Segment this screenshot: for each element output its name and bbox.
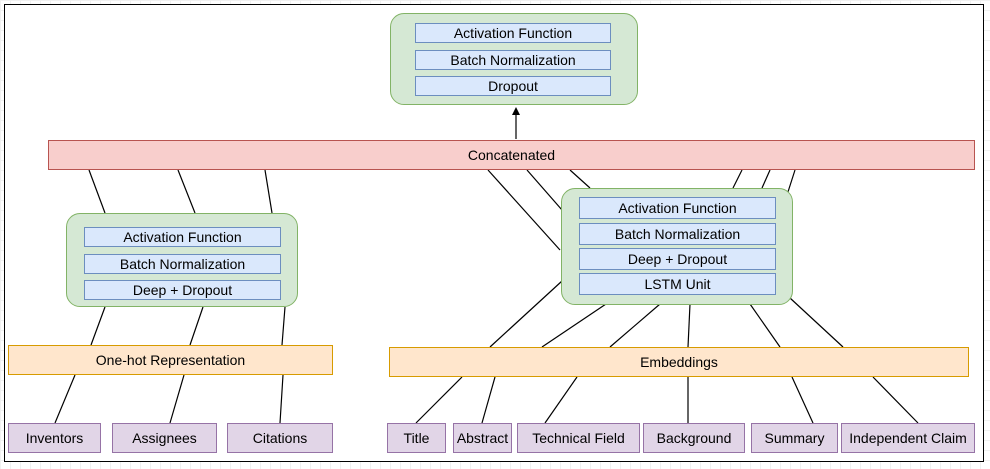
edge-citations xyxy=(279,374,284,424)
edge-embed-2 xyxy=(541,303,607,348)
edge-embed-3 xyxy=(609,303,661,348)
left-deep-dropout: Deep + Dropout xyxy=(84,280,281,300)
edge-right-block-1 xyxy=(487,169,561,251)
input-background: Background xyxy=(643,423,745,453)
top-batch-normalization: Batch Normalization xyxy=(415,50,611,70)
edge-left-block-3 xyxy=(264,169,273,214)
edge-embed-1 xyxy=(489,280,563,348)
input-summary: Summary xyxy=(751,423,838,453)
right-lstm-unit: LSTM Unit xyxy=(579,273,776,295)
edge-inventors xyxy=(54,374,76,424)
edge-right-block-3 xyxy=(569,169,591,189)
input-citations: Citations xyxy=(227,423,333,453)
input-technical-field: Technical Field xyxy=(517,423,640,453)
edge-embed-6 xyxy=(789,297,844,348)
edge-right-block-2 xyxy=(526,169,563,211)
top-activation-function: Activation Function xyxy=(415,23,611,43)
input-inventors: Inventors xyxy=(8,423,101,453)
edge-embed-4 xyxy=(687,303,691,348)
left-batch-normalization: Batch Normalization xyxy=(84,254,281,274)
concatenated-layer: Concatenated xyxy=(48,140,975,170)
input-assignees: Assignees xyxy=(112,423,217,453)
input-abstract: Abstract xyxy=(453,423,512,453)
input-independent-claim: Independent Claim xyxy=(841,423,975,453)
top-dropout: Dropout xyxy=(415,76,611,96)
edge-onehot-3 xyxy=(281,306,286,346)
edge-technical-field xyxy=(544,376,578,424)
left-activation-function: Activation Function xyxy=(84,227,281,247)
edge-onehot-1 xyxy=(90,306,106,346)
edge-onehot-2 xyxy=(189,306,204,346)
edge-title xyxy=(415,376,463,424)
edge-left-block-2 xyxy=(177,169,196,214)
one-hot-representation: One-hot Representation xyxy=(8,345,333,375)
embeddings-layer: Embeddings xyxy=(389,347,969,377)
edge-right-block-5 xyxy=(761,169,771,189)
edge-summary xyxy=(791,376,814,424)
edge-abstract xyxy=(481,376,496,424)
right-batch-normalization: Batch Normalization xyxy=(579,223,776,245)
right-deep-dropout: Deep + Dropout xyxy=(579,248,776,270)
edge-independent-claim xyxy=(872,376,919,424)
right-activation-function: Activation Function xyxy=(579,197,776,219)
edge-left-block-1 xyxy=(88,169,106,214)
edge-embed-5 xyxy=(749,303,781,348)
edge-assignees xyxy=(169,374,185,424)
input-title: Title xyxy=(387,423,446,453)
edge-right-block-4 xyxy=(732,169,743,189)
